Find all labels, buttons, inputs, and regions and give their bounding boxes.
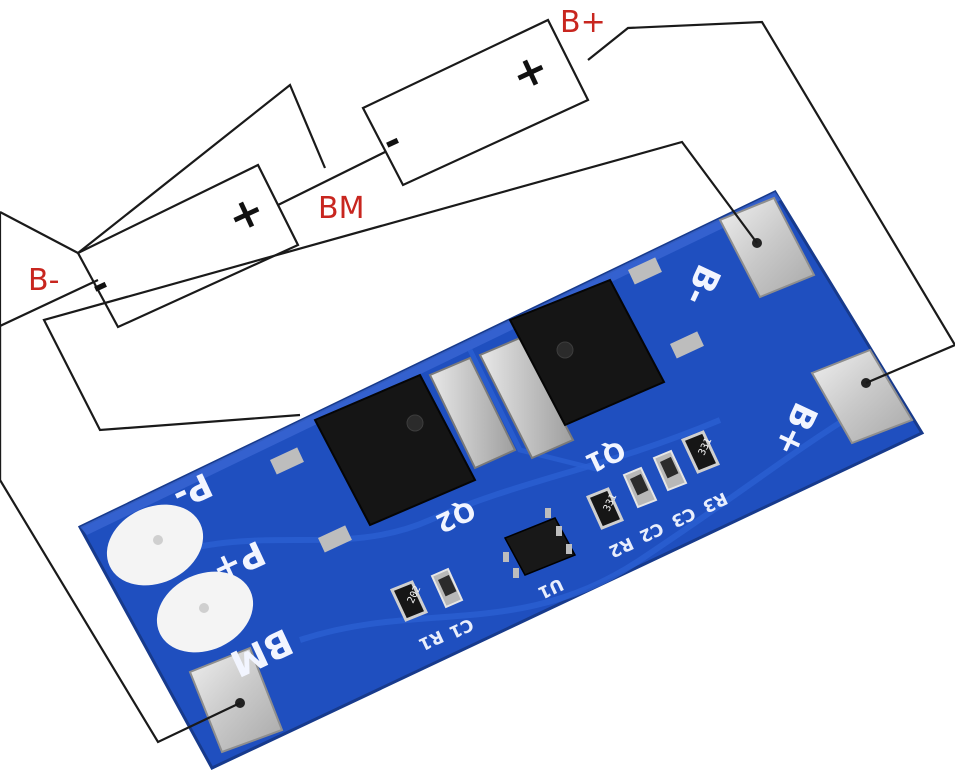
label-b-minus: B- <box>28 263 59 298</box>
resistor-r2: 331 <box>585 487 625 530</box>
mosfet-q1-lead <box>670 331 704 359</box>
resistor-r1: 202 <box>389 580 429 622</box>
pcb-trace <box>467 348 601 473</box>
mosfet-q1-body <box>508 278 666 427</box>
pad-p-plus-hole <box>199 603 209 613</box>
mosfet-q2-tab <box>428 356 517 470</box>
wire-bm-outer <box>0 211 79 254</box>
pcb-board <box>77 190 925 770</box>
battery-cell-lower: - + <box>76 163 300 329</box>
mosfet-q2-logo <box>406 414 424 432</box>
pcb-substrate <box>77 190 925 770</box>
pcb-trace <box>299 407 862 643</box>
capacitor-c1 <box>430 567 464 609</box>
pad-p-minus <box>106 504 204 586</box>
mosfet-q2-lead <box>270 447 304 475</box>
ic-u1 <box>503 508 577 578</box>
mosfet-q1 <box>478 257 704 460</box>
capacitor-c3 <box>652 449 688 492</box>
mosfet-q2 <box>270 356 517 553</box>
resistor-r3: 331 <box>680 430 721 474</box>
mosfet-q1-logo <box>556 341 574 359</box>
mosfet-q2-body <box>313 373 477 527</box>
pcb-edge-highlight <box>80 192 781 535</box>
wire-b-minus-loop <box>0 279 241 744</box>
pcb-trace <box>148 417 722 563</box>
battery-cell-upper: - + <box>361 18 590 187</box>
wire-bm-upper <box>77 83 327 254</box>
mosfet-q1-lead <box>628 257 662 285</box>
wire-b-minus-pad <box>42 140 758 432</box>
mosfet-q2-lead <box>318 525 352 553</box>
label-b-plus: B+ <box>560 5 606 40</box>
pad-bm <box>188 646 284 754</box>
label-bm: BM <box>318 191 364 226</box>
mosfet-q1-tab <box>478 336 575 460</box>
wire-b-plus <box>587 20 955 385</box>
capacitor-c2 <box>622 466 658 509</box>
wire-bm-junction <box>277 151 386 206</box>
pad-p-minus-hole <box>153 535 163 545</box>
